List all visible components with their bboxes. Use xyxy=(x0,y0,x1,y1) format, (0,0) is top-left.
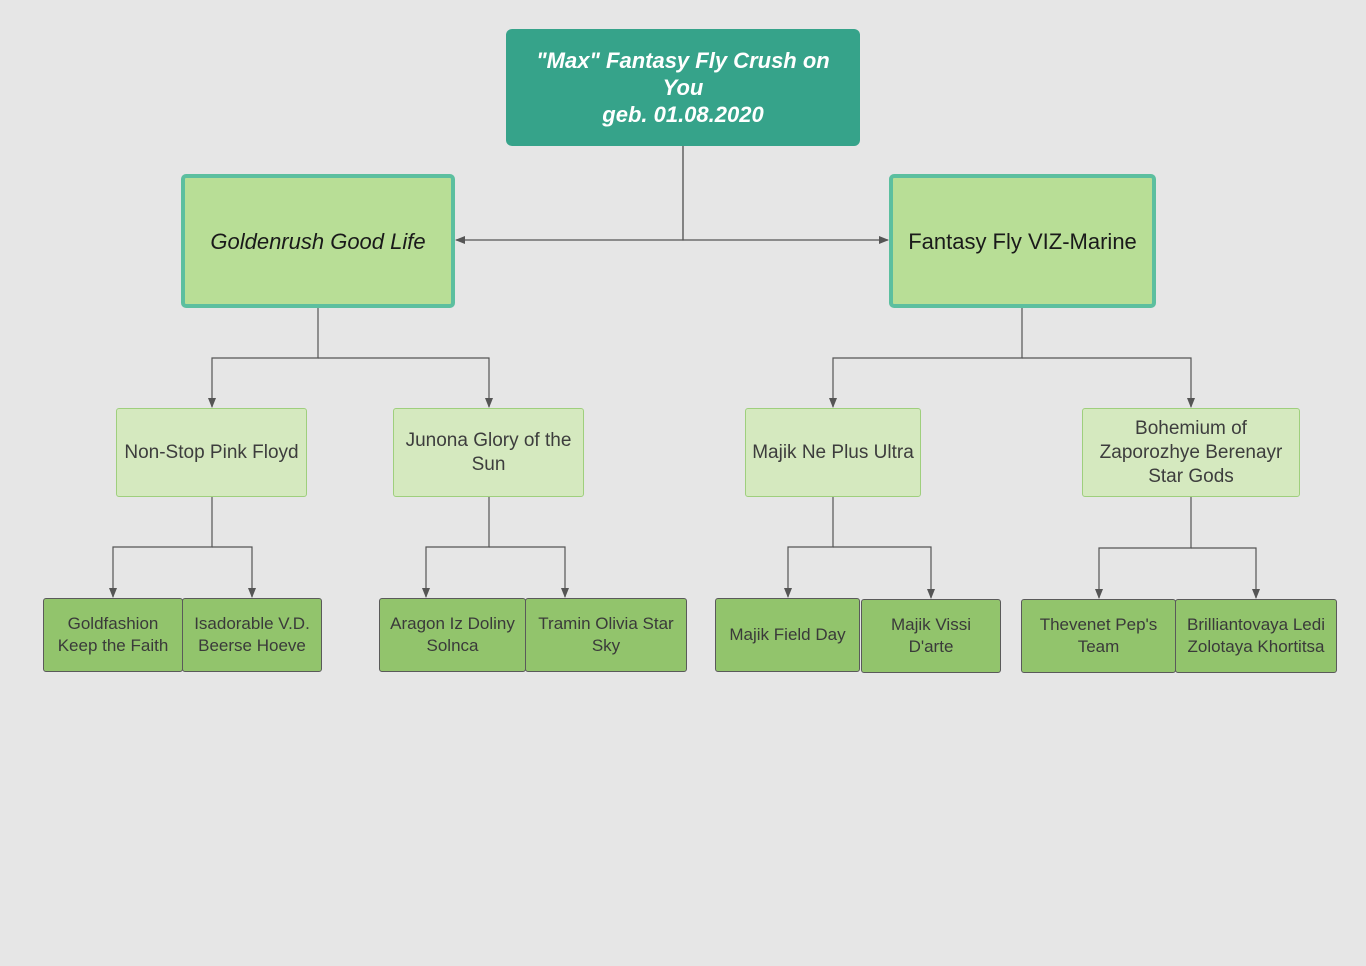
connector-grand-2-to-great-4 xyxy=(489,546,569,598)
sire-name: Fantasy Fly VIZ-Marine xyxy=(908,228,1137,254)
great-grandparent-node-6: Majik Vissi D'arte xyxy=(861,599,1001,673)
connector-sire-to-grand-3 xyxy=(829,308,1023,408)
great-grandparent-name: Aragon Iz Doliny Solnca xyxy=(390,614,515,655)
grandparent-node-4: Bohemium of Zaporozhye Berenayr Star God… xyxy=(1082,408,1300,497)
great-grandparent-node-1: Goldfashion Keep the Faith xyxy=(43,598,183,672)
great-grandparent-node-8: Brilliantovaya Ledi Zolotaya Khortitsa xyxy=(1175,599,1337,673)
grandparent-node-3: Majik Ne Plus Ultra xyxy=(745,408,921,497)
connector-grand-1-to-great-2 xyxy=(212,546,256,598)
grandparent-name: Bohemium of Zaporozhye Berenayr Star God… xyxy=(1099,417,1283,487)
connector-grand-4-to-great-7 xyxy=(1095,497,1192,599)
grandparent-node-2: Junona Glory of the Sun xyxy=(393,408,584,497)
great-grandparent-name: Majik Field Day xyxy=(729,625,846,644)
grandparent-node-1: Non-Stop Pink Floyd xyxy=(116,408,307,497)
connector-grand-1-to-great-1 xyxy=(109,497,213,598)
great-grandparent-name: Majik Vissi D'arte xyxy=(891,615,971,656)
grandparent-name: Majik Ne Plus Ultra xyxy=(752,441,914,463)
connector-grand-4-to-great-8 xyxy=(1191,547,1260,599)
great-grandparent-node-2: Isadorable V.D. Beerse Hoeve xyxy=(182,598,322,672)
great-grandparent-node-3: Aragon Iz Doliny Solnca xyxy=(379,598,526,672)
dam-node: Goldenrush Good Life xyxy=(181,174,455,308)
root-name: "Max" Fantasy Fly Crush on You geb. 01.0… xyxy=(536,48,830,127)
connector-dam-to-grand-2 xyxy=(318,357,493,408)
great-grandparent-node-5: Majik Field Day xyxy=(715,598,860,672)
dam-name: Goldenrush Good Life xyxy=(210,228,426,254)
sire-node: Fantasy Fly VIZ-Marine xyxy=(889,174,1156,308)
grandparent-name: Non-Stop Pink Floyd xyxy=(124,441,299,463)
great-grandparent-name: Goldfashion Keep the Faith xyxy=(57,614,169,655)
root-node: "Max" Fantasy Fly Crush on You geb. 01.0… xyxy=(506,29,860,146)
great-grandparent-name: Thevenet Pep's Team xyxy=(1039,615,1158,656)
connector-dam-to-grand-1 xyxy=(208,308,319,408)
connector-root-to-sire xyxy=(682,146,889,244)
connector-root-to-dam xyxy=(455,146,684,244)
connector-grand-3-to-great-6 xyxy=(833,546,935,599)
grandparent-name: Junona Glory of the Sun xyxy=(405,429,572,475)
great-grandparent-name: Brilliantovaya Ledi Zolotaya Khortitsa xyxy=(1187,615,1325,656)
great-grandparent-name: Tramin Olivia Star Sky xyxy=(538,614,674,655)
connector-sire-to-grand-4 xyxy=(1022,357,1195,408)
connector-grand-2-to-great-3 xyxy=(422,497,490,598)
great-grandparent-node-7: Thevenet Pep's Team xyxy=(1021,599,1176,673)
great-grandparent-name: Isadorable V.D. Beerse Hoeve xyxy=(194,614,310,655)
connector-grand-3-to-great-5 xyxy=(784,497,834,598)
great-grandparent-node-4: Tramin Olivia Star Sky xyxy=(525,598,687,672)
